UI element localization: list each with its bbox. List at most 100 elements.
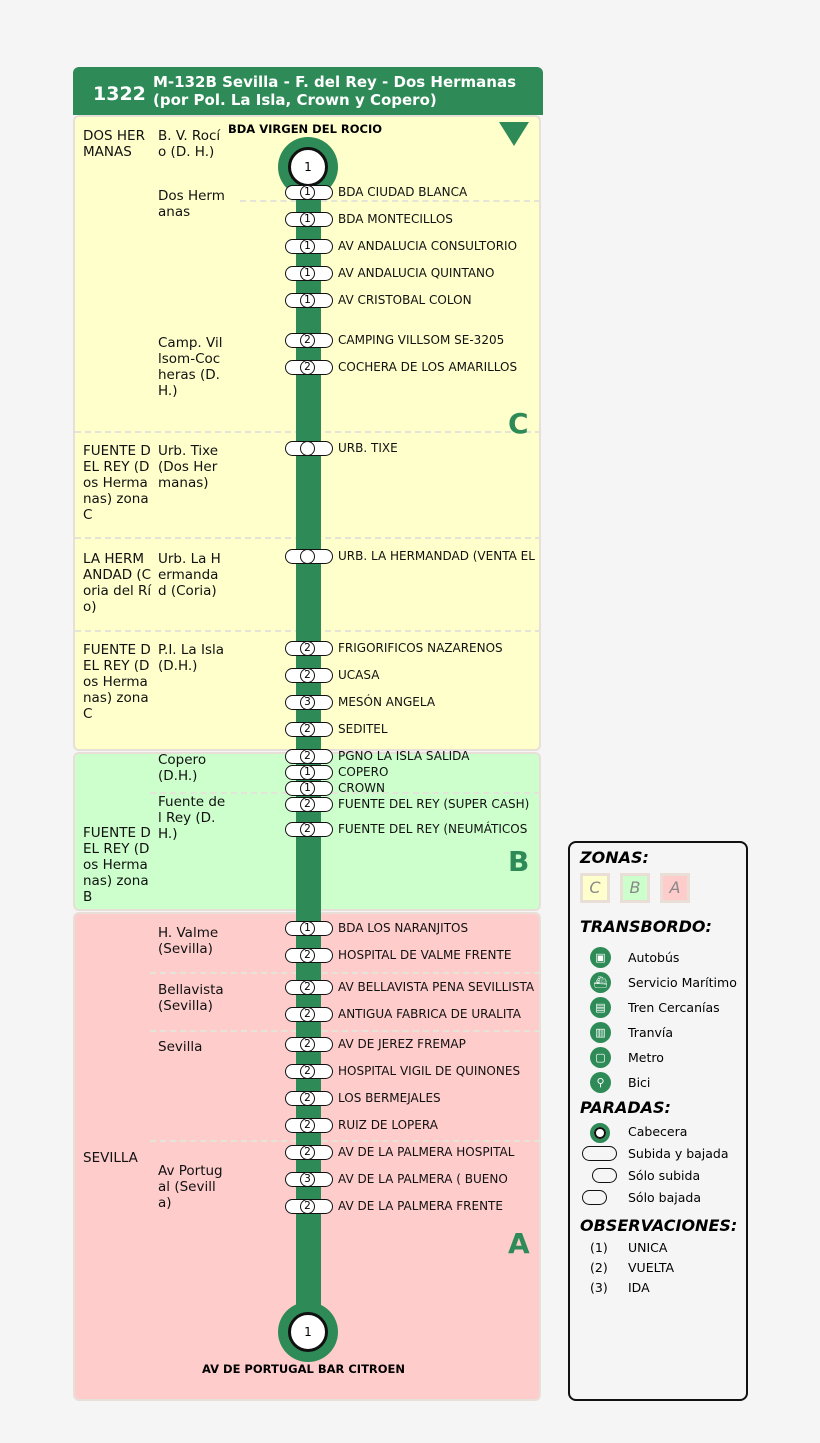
stop-obs: 2	[300, 822, 315, 837]
route-number: 1322	[93, 83, 146, 105]
terminal-obs: 1	[288, 1312, 328, 1352]
cabecera-icon	[590, 1123, 610, 1143]
stop-marker[interactable]: 2	[285, 722, 333, 737]
locality-label: Av Portugal (Sevilla)	[158, 1163, 223, 1211]
solo-subida-icon	[592, 1168, 617, 1183]
stop-marker[interactable]: 2	[285, 797, 333, 812]
stop-obs: 2	[300, 1199, 315, 1214]
bus-icon: ▣	[590, 947, 611, 968]
stop-name: UCASA	[338, 668, 380, 682]
locality-label: Urb. Tixe (Dos Hermanas)	[158, 443, 219, 491]
stop-name: PGNO LA ISLA SALIDA	[338, 749, 470, 763]
divider	[150, 972, 540, 974]
start-terminal-label: BDA VIRGEN DEL ROCIO	[228, 122, 383, 136]
stop-marker[interactable]: 1	[285, 765, 333, 780]
stop-obs: 2	[300, 749, 315, 764]
stop-obs: 1	[300, 765, 315, 780]
stop-name: HOSPITAL DE VALME FRENTE	[338, 948, 512, 962]
stop-name: FUENTE DEL REY (NEUMÁTICOS	[338, 822, 528, 836]
metro-icon: ▢	[590, 1047, 611, 1068]
stop-marker[interactable]: 2	[285, 360, 333, 375]
divider	[150, 1140, 540, 1142]
stop-marker[interactable]: 2	[285, 1199, 333, 1214]
stop-name: LOS BERMEJALES	[338, 1091, 441, 1105]
stop-name: CROWN	[338, 781, 386, 795]
end-terminal-label: AV DE PORTUGAL BAR CITROEN	[202, 1362, 406, 1376]
stop-marker[interactable]: 2	[285, 1118, 333, 1133]
stop-marker[interactable]: 2	[285, 641, 333, 656]
stop-name: AV ANDALUCIA CONSULTORIO	[338, 239, 518, 253]
stop-obs	[300, 549, 315, 564]
stop-marker[interactable]: 2	[285, 980, 333, 995]
stop-marker[interactable]	[285, 441, 333, 456]
legend-transbordo-item: Bici	[628, 1075, 651, 1090]
stop-name: AV DE LA PALMERA FRENTE	[338, 1199, 503, 1213]
stop-marker[interactable]: 2	[285, 948, 333, 963]
stop-name: AV ANDALUCIA QUINTANO	[338, 266, 495, 280]
stop-marker[interactable]: 1	[285, 293, 333, 308]
stop-marker[interactable]: 2	[285, 1064, 333, 1079]
stop-marker[interactable]: 2	[285, 668, 333, 683]
subida-bajada-icon	[582, 1146, 617, 1161]
stop-name: RUIZ DE LOPERA	[338, 1118, 438, 1132]
end-terminal[interactable]: 1	[278, 1302, 338, 1362]
locality-label: H. Valme (Sevilla)	[158, 925, 219, 957]
stop-marker[interactable]: 2	[285, 1007, 333, 1022]
locality-label: Copero (D.H.)	[158, 752, 207, 784]
stop-name: AV DE LA PALMERA ( BUENO	[338, 1172, 508, 1186]
stop-name: ANTIGUA FABRICA DE URALITA	[338, 1007, 521, 1021]
stop-marker[interactable]: 1	[285, 266, 333, 281]
stop-obs: 1	[300, 293, 315, 308]
stop-marker[interactable]: 1	[285, 212, 333, 227]
stop-marker[interactable]: 1	[285, 239, 333, 254]
legend: ZONAS: C B A TRANSBORDO: ▣Autobús⛴Servic…	[568, 841, 748, 1401]
legend-transbordo-item: Autobús	[628, 950, 680, 965]
stop-marker[interactable]: 1	[285, 185, 333, 200]
legend-parada: Cabecera	[628, 1124, 688, 1139]
stop-name: COCHERA DE LOS AMARILLOS	[338, 360, 518, 374]
stop-marker[interactable]: 2	[285, 1091, 333, 1106]
zone-letter: A	[508, 1227, 530, 1260]
stop-marker[interactable]: 1	[285, 921, 333, 936]
stop-obs: 2	[300, 360, 315, 375]
stop-marker[interactable]	[285, 549, 333, 564]
stop-marker[interactable]: 2	[285, 749, 333, 764]
stop-name: BDA MONTECILLOS	[338, 212, 453, 226]
triangle-down-icon	[499, 122, 529, 146]
stop-obs: 1	[300, 185, 315, 200]
stop-name: URB. TIXE	[338, 441, 398, 455]
locality-label: Fuente del Rey (D.H.)	[158, 794, 226, 842]
stop-marker[interactable]: 2	[285, 1145, 333, 1160]
legend-zone-b: B	[620, 873, 650, 903]
legend-zone-a: A	[660, 873, 690, 903]
route-header: 1322 M-132B Sevilla - F. del Rey - Dos H…	[73, 67, 543, 115]
legend-parada: Sólo subida	[628, 1168, 701, 1183]
divider	[150, 1030, 540, 1032]
zone-letter: B	[508, 845, 530, 878]
stop-marker[interactable]: 1	[285, 781, 333, 796]
stop-marker[interactable]: 2	[285, 1037, 333, 1052]
stop-obs: 2	[300, 1037, 315, 1052]
stop-name: MESÓN ANGELA	[338, 695, 436, 709]
stop-marker[interactable]: 3	[285, 1172, 333, 1187]
legend-obs-code: (2)	[590, 1260, 608, 1275]
divider	[240, 200, 540, 202]
locality-label: Sevilla	[158, 1039, 203, 1055]
stop-marker[interactable]: 2	[285, 333, 333, 348]
stop-obs: 3	[300, 695, 315, 710]
terminal-obs: 1	[288, 147, 328, 187]
stop-marker[interactable]: 3	[285, 695, 333, 710]
stop-marker[interactable]: 2	[285, 822, 333, 837]
locality-label: Urb. La Hermandad (Coria)	[158, 551, 221, 599]
legend-parada: Sólo bajada	[628, 1190, 701, 1205]
municipality-label: SEVILLA	[83, 1150, 138, 1166]
zone-letter: C	[508, 407, 529, 440]
stop-name: SEDITEL	[338, 722, 388, 736]
tram-icon: ▥	[590, 1022, 611, 1043]
legend-zonas-title: ZONAS:	[580, 848, 649, 867]
stop-obs: 2	[300, 980, 315, 995]
stop-obs: 1	[300, 239, 315, 254]
legend-obs-label: VUELTA	[628, 1260, 675, 1275]
municipality-label: FUENTE DEL REY (Dos Hermanas) zonaB	[83, 825, 151, 905]
